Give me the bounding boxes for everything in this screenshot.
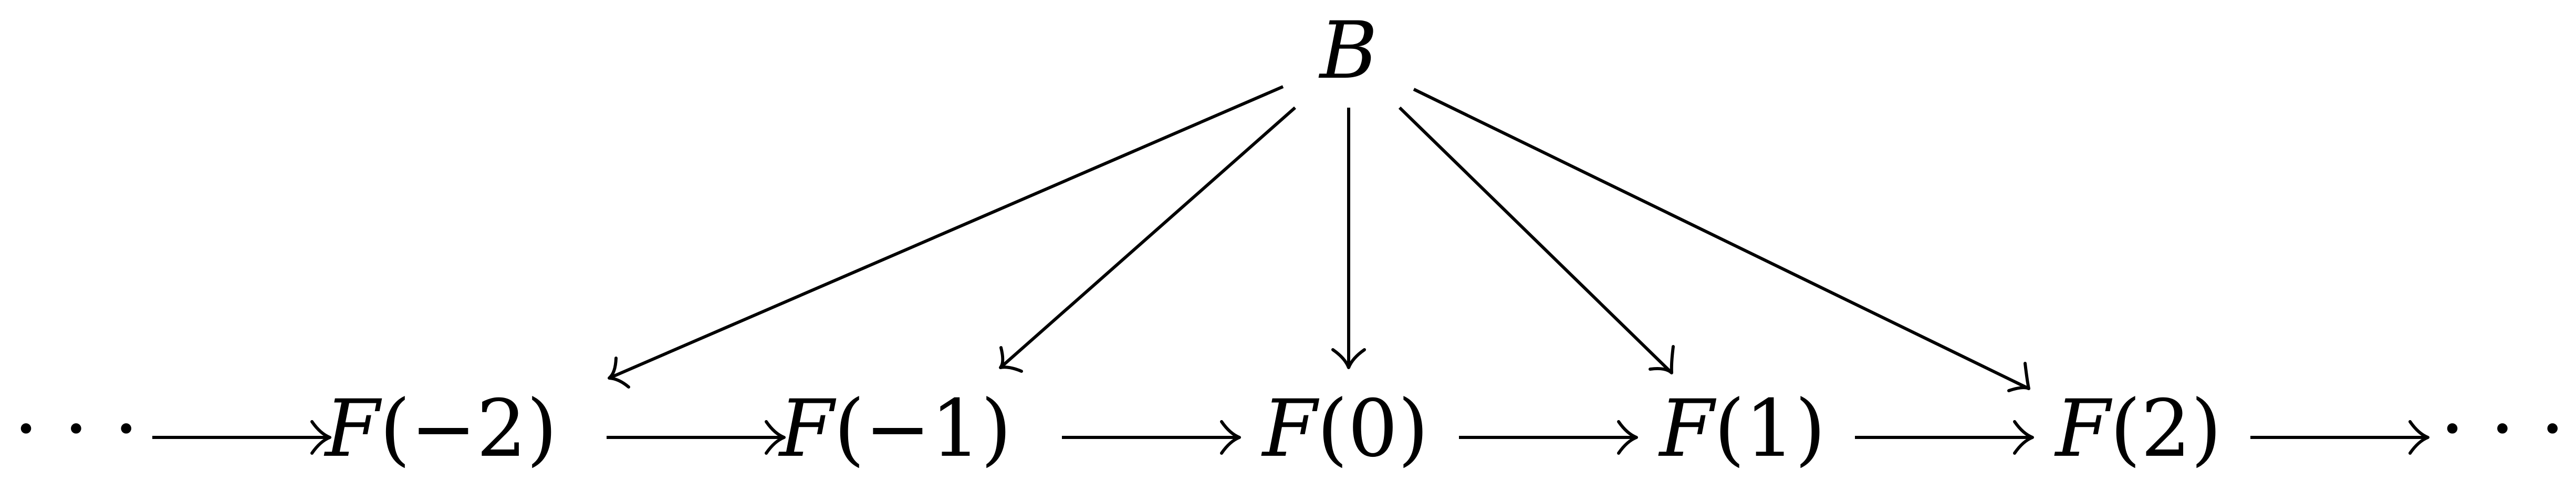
chain-node-f-1: F(1) <box>1658 383 1826 475</box>
apex-arrow-to-f-2 <box>1413 88 2030 392</box>
apex-arrow-to-f-0 <box>1331 108 1366 369</box>
chain-node-f-minus-1: F(−1) <box>778 383 1011 475</box>
chain-arrow-4 <box>1459 420 1638 455</box>
apex-arrow-to-f-1 <box>1398 106 1675 374</box>
chain-node-func: F <box>2054 383 2113 475</box>
apex-object-b: B <box>1318 5 1378 97</box>
chain-arrow-1 <box>152 420 331 455</box>
chain-arrow-2 <box>607 420 786 455</box>
chain-node-func: F <box>1658 383 1717 475</box>
apex-arrow-to-f-minus-1 <box>999 106 1296 373</box>
chain-node-arg: (1) <box>1714 383 1826 475</box>
chain-node-arg: (−1) <box>834 383 1011 475</box>
chain-node-func: F <box>324 383 382 475</box>
chain-node-arg: (0) <box>1317 383 1428 475</box>
chain-arrow-6 <box>2250 420 2429 455</box>
chain-left-ellipsis: · · · <box>14 383 139 475</box>
chain-node-f-2: F(2) <box>2054 383 2222 475</box>
chain-node-func: F <box>1261 383 1320 475</box>
chain-node-func: F <box>778 383 837 475</box>
apex-arrow-to-f-minus-2 <box>608 85 1284 389</box>
chain-node-f-minus-2: F(−2) <box>324 383 557 475</box>
chain-right-ellipsis: · · · <box>2440 383 2565 475</box>
chain-node-f-0: F(0) <box>1261 383 1429 475</box>
chain-node-arg: (2) <box>2110 383 2222 475</box>
chain-arrow-5 <box>1855 420 2034 455</box>
chain-arrow-3 <box>1062 420 1241 455</box>
chain-node-arg: (−2) <box>380 383 557 475</box>
